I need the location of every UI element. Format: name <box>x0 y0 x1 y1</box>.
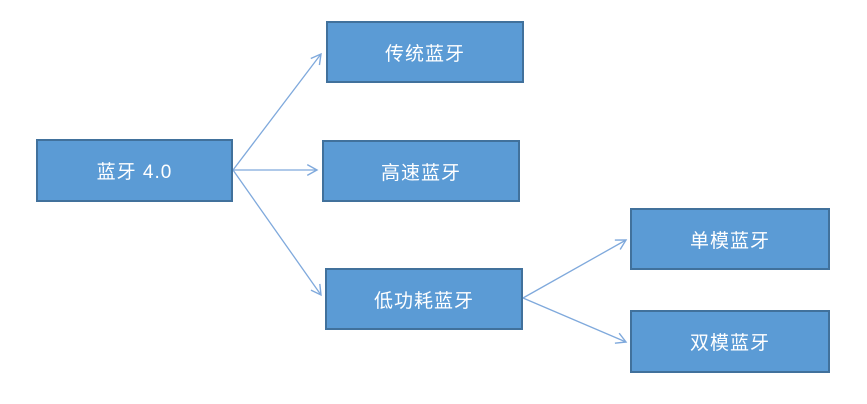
node-dual-mode-bluetooth-label: 双模蓝牙 <box>689 333 770 354</box>
edge-low-energy-to-single-mode <box>522 239 628 299</box>
node-classic-bluetooth-label: 传统蓝牙 <box>384 43 465 65</box>
node-dual-mode-bluetooth: 双模蓝牙 <box>630 310 830 373</box>
node-high-speed-bluetooth: 高速蓝牙 <box>322 140 520 202</box>
edge-root-to-classic <box>232 52 322 171</box>
node-single-mode-bluetooth-label: 单模蓝牙 <box>689 230 770 252</box>
node-single-mode-bluetooth: 单模蓝牙 <box>630 208 830 270</box>
node-low-energy-bluetooth: 低功耗蓝牙 <box>325 268 523 330</box>
edge-low-energy-to-dual-mode <box>522 297 628 344</box>
node-classic-bluetooth: 传统蓝牙 <box>326 21 524 83</box>
node-low-energy-bluetooth-label: 低功耗蓝牙 <box>373 290 474 312</box>
edge-root-to-low-energy <box>232 169 322 297</box>
node-bluetooth-4-0: 蓝牙 4.0 <box>36 139 233 202</box>
node-bluetooth-4-0-label: 蓝牙 4.0 <box>96 162 173 183</box>
node-high-speed-bluetooth-label: 高速蓝牙 <box>380 162 461 184</box>
